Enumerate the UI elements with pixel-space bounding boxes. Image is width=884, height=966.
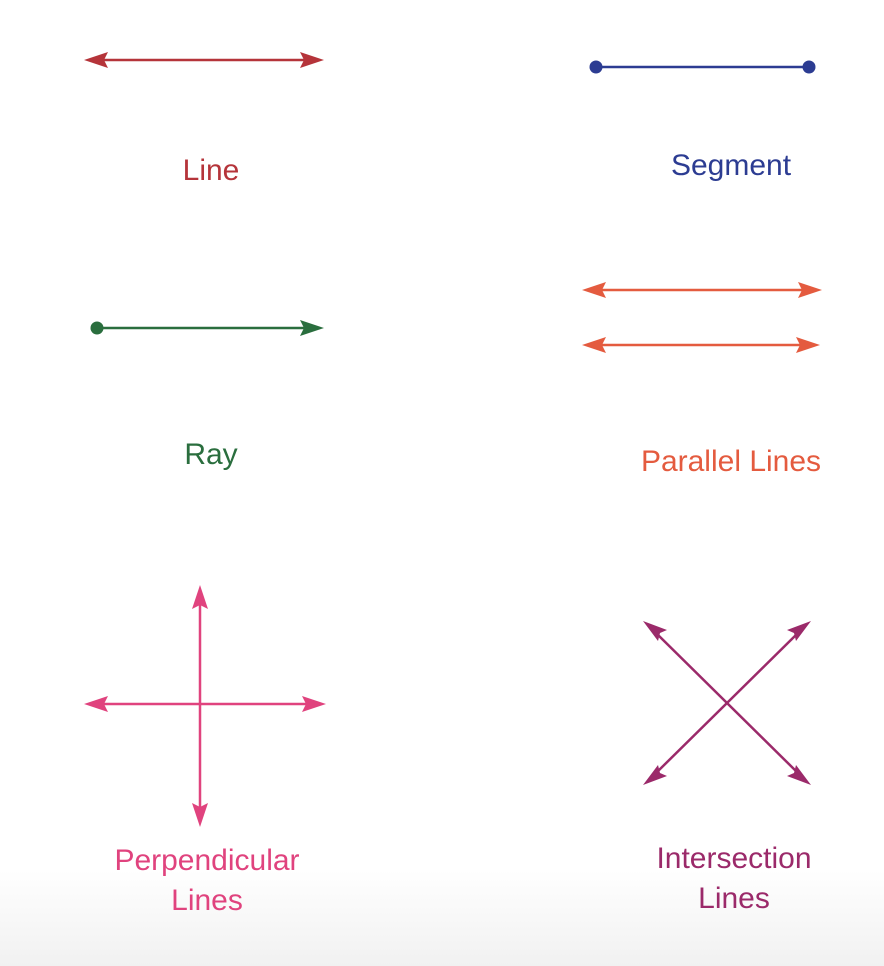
line-label: Line <box>182 154 240 187</box>
intersection-lines-label: Intersection Lines <box>656 842 812 915</box>
segment-figure <box>589 60 816 74</box>
ray-figure <box>90 320 324 336</box>
segment-label: Segment <box>670 149 792 182</box>
perpendicular-lines-figure <box>84 585 326 827</box>
ray-label: Ray <box>184 438 238 471</box>
intersecting-lines-figure <box>643 621 811 785</box>
parallel-lines-label: Parallel Lines <box>640 445 822 478</box>
line-figure <box>84 52 324 68</box>
parallel-lines-figure <box>582 282 822 353</box>
perpendicular-lines-label: Perpendicular Lines <box>114 844 300 917</box>
